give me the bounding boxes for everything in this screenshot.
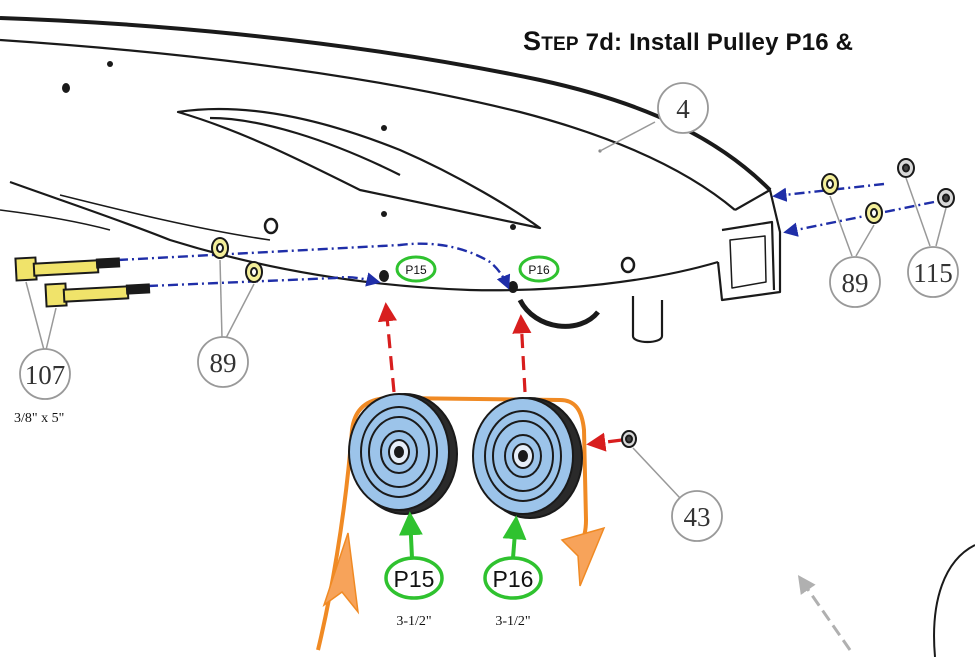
pulley-label-p16-text: P16	[493, 566, 534, 592]
pulley-label-arrows	[398, 511, 527, 559]
callout-bolt-number: 107	[25, 360, 66, 390]
step-description: Install Pulley P16 &	[629, 29, 854, 56]
frame-holes	[62, 61, 636, 293]
hole-label-p16: P16	[518, 255, 560, 283]
pulley-insertion-arrows	[377, 302, 623, 452]
callout-nut-43: 43	[632, 447, 723, 542]
callout-nut-pulley-number: 43	[684, 502, 711, 532]
pulley-p15	[348, 393, 458, 515]
callout-washer-left-number: 89	[210, 348, 237, 378]
bolt-107-lower	[44, 282, 151, 308]
hole-label-p15-text: P15	[405, 263, 427, 277]
step-word: Step	[523, 26, 579, 56]
callout-frame-4: 4	[599, 82, 709, 152]
callout-nut-115: 115	[905, 177, 959, 298]
pulley-p16	[472, 397, 583, 519]
belt-direction-arrows	[322, 526, 606, 615]
pulley-p16-size: 3-1/2"	[495, 614, 530, 629]
pulley-label-p15-text: P15	[394, 566, 435, 592]
next-step-hint	[797, 544, 975, 657]
callout-bolt-107: 107 3/8" x 5"	[14, 281, 71, 426]
bolt-size-label: 3/8" x 5"	[14, 411, 64, 426]
nuts-115	[897, 158, 955, 208]
bolt-107-upper	[14, 256, 121, 282]
hole-label-p15: P15	[395, 255, 437, 283]
washers-89-right	[821, 173, 883, 224]
frame-drawing	[0, 16, 782, 344]
callout-frame-number: 4	[676, 94, 690, 124]
callout-nut-right-number: 115	[913, 258, 953, 288]
callout-washer-right-number: 89	[842, 268, 869, 298]
hole-label-p16-text: P16	[528, 263, 550, 277]
washers-89-left	[211, 237, 263, 283]
nut-43	[621, 430, 637, 448]
pulley-label-p16: P16 3-1/2"	[483, 556, 543, 629]
callout-washer-89-right: 89	[829, 195, 881, 308]
pulley-p15-size: 3-1/2"	[396, 614, 431, 629]
pulley-label-p15: P15 3-1/2"	[384, 556, 444, 629]
step-number: 7d:	[585, 29, 623, 56]
step-title: Step 7d: Install Pulley P16 &	[523, 26, 853, 57]
callout-washer-89-left: 89	[197, 259, 255, 388]
